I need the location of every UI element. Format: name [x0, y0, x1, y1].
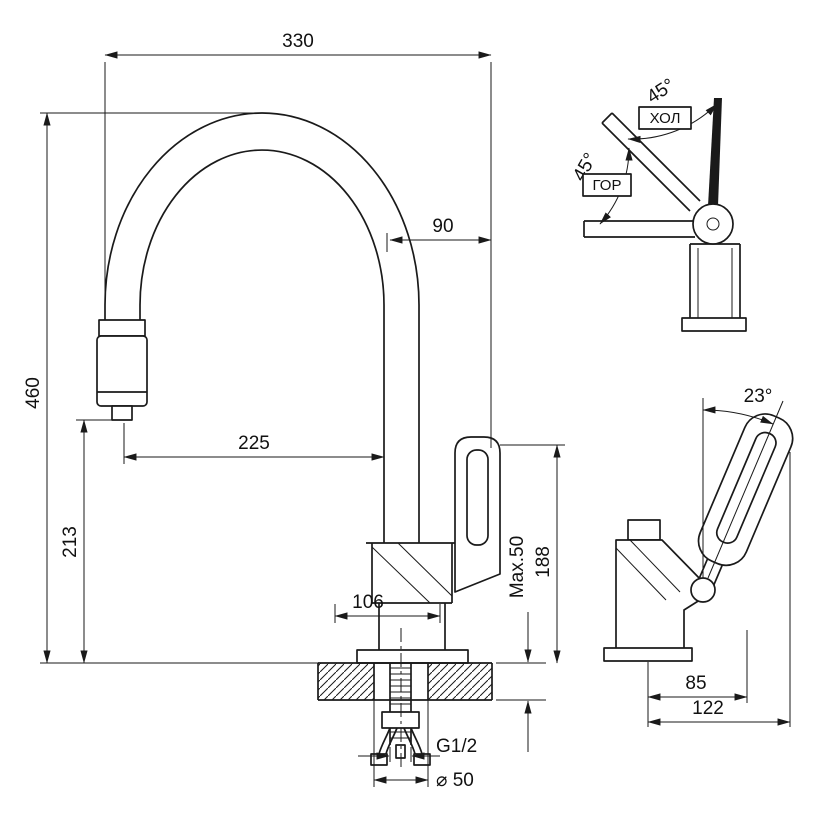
- faucet-outline: [96, 112, 501, 664]
- handle-position-vertical: [708, 98, 722, 206]
- dim-right-offset: 90: [432, 216, 453, 237]
- side-view: 23° 85 122: [603, 386, 794, 727]
- dim-total-height: 460: [23, 377, 44, 409]
- dim-body-offset: 106: [352, 592, 384, 613]
- lever-handle: [454, 436, 501, 593]
- side-flange: [603, 647, 693, 662]
- countertop-section: [317, 662, 493, 701]
- side-spout-stub: [627, 519, 661, 541]
- rotation-body: [681, 243, 747, 332]
- main-dimensions: 330 90 460 213 225 106: [23, 31, 565, 791]
- angle-upper-label: 45°: [643, 75, 679, 108]
- dim-handle-offset: 85: [685, 673, 706, 694]
- rotation-annotations: 45° 45° ХОЛ ГОР: [569, 75, 718, 225]
- dim-spout-reach: 225: [238, 433, 270, 454]
- dim-spout-width: 330: [282, 31, 314, 52]
- side-body: [603, 519, 704, 662]
- dim-thread: G1/2: [436, 736, 477, 757]
- handle-pivot: [692, 203, 734, 245]
- faucet-body: [356, 542, 469, 664]
- counter-hatch-left: [318, 663, 374, 700]
- handle-angle-label: 23°: [744, 386, 773, 407]
- dim-hole-diameter: ⌀ 50: [436, 770, 474, 791]
- rotation-flange: [681, 317, 747, 332]
- handle-slot: [466, 449, 489, 546]
- dim-spray-height: 213: [60, 526, 81, 558]
- dim-depth: 122: [692, 698, 724, 719]
- cold-label-box: [638, 106, 692, 130]
- dim-counter-max: Max.50: [507, 536, 528, 598]
- counter-hatch-right: [428, 663, 492, 700]
- hot-label-box: [582, 173, 632, 197]
- side-annotations: 23° 85 122: [647, 386, 791, 727]
- spray-head: [96, 319, 148, 421]
- cold-label: ХОЛ: [650, 110, 681, 127]
- handle-position-45: [601, 112, 701, 212]
- rotation-view: 45° 45° ХОЛ ГОР: [569, 75, 747, 332]
- side-pivot: [690, 577, 716, 603]
- hot-label: ГОР: [593, 177, 622, 194]
- dim-above-counter: 188: [533, 546, 554, 578]
- base-flange: [356, 649, 469, 664]
- main-view: 330 90 460 213 225 106: [23, 31, 565, 791]
